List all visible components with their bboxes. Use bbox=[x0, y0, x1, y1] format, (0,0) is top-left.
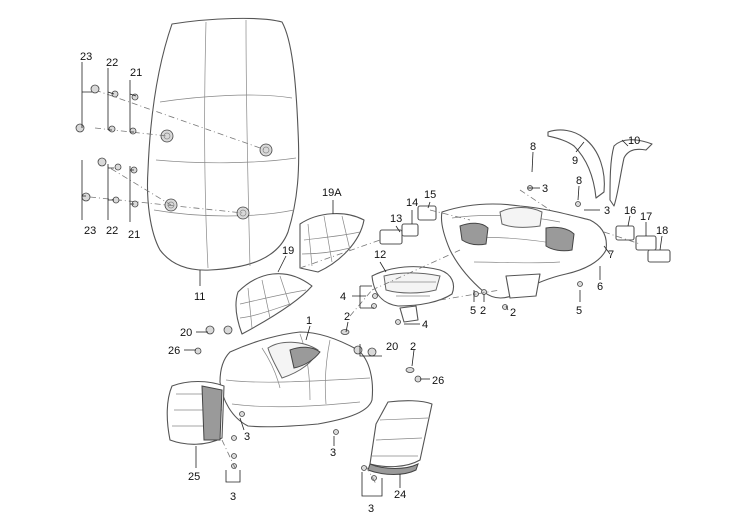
callout-19: 19 bbox=[282, 245, 294, 257]
lower-box-25 bbox=[166, 380, 225, 445]
callout-8-b: 8 bbox=[576, 175, 582, 187]
small-hardware bbox=[194, 185, 583, 481]
callout-16: 16 bbox=[624, 205, 636, 217]
leader-lines bbox=[81, 62, 663, 497]
callout-22-top: 22 bbox=[106, 57, 118, 69]
callout-13: 13 bbox=[390, 213, 402, 225]
callout-3-d: 3 bbox=[330, 447, 336, 459]
callout-4-a: 4 bbox=[340, 291, 346, 303]
callout-18: 18 bbox=[656, 225, 668, 237]
callout-15: 15 bbox=[424, 189, 436, 201]
callout-14: 14 bbox=[406, 197, 418, 209]
callout-3-f: 3 bbox=[368, 503, 374, 515]
callout-3-c: 3 bbox=[244, 431, 250, 443]
windshield-hardware bbox=[75, 84, 267, 214]
callout-23-top: 23 bbox=[80, 51, 92, 63]
callout-17: 17 bbox=[640, 211, 652, 223]
callout-23-bottom: 23 bbox=[84, 225, 96, 237]
callout-2-c: 2 bbox=[480, 305, 486, 317]
flyscreen-19 bbox=[235, 273, 313, 335]
callout-1: 1 bbox=[306, 315, 312, 327]
callout-26-right: 26 bbox=[432, 375, 444, 387]
windshield bbox=[146, 17, 300, 271]
callout-labels: 23 22 21 23 22 21 11 19A 19 1 20 26 20 2… bbox=[80, 51, 668, 515]
callout-20-left: 20 bbox=[180, 327, 192, 339]
callout-2-b: 2 bbox=[410, 341, 416, 353]
callout-12: 12 bbox=[374, 249, 386, 261]
callout-26-left: 26 bbox=[168, 345, 180, 357]
callout-8-a: 8 bbox=[530, 141, 536, 153]
callout-3-e: 3 bbox=[230, 491, 236, 503]
callout-5-a: 5 bbox=[470, 305, 476, 317]
assembly-lines bbox=[221, 189, 641, 485]
callout-3-a: 3 bbox=[542, 183, 548, 195]
side-cover-24 bbox=[367, 400, 433, 475]
callout-7: 7 bbox=[608, 249, 614, 261]
callout-25: 25 bbox=[188, 471, 200, 483]
callout-6: 6 bbox=[597, 281, 603, 293]
callout-5-b: 5 bbox=[576, 305, 582, 317]
callout-9: 9 bbox=[572, 155, 578, 167]
callout-19a: 19A bbox=[322, 187, 342, 199]
handlebar-rear-cover bbox=[440, 203, 607, 299]
callout-24: 24 bbox=[394, 489, 406, 501]
callout-21-top: 21 bbox=[130, 67, 142, 79]
callout-2-a: 2 bbox=[344, 311, 350, 323]
callout-3-b: 3 bbox=[604, 205, 610, 217]
callout-11: 11 bbox=[194, 291, 205, 303]
callout-4-b: 4 bbox=[422, 319, 428, 331]
callout-2-d: 2 bbox=[510, 307, 516, 319]
switch-units bbox=[379, 205, 671, 263]
instrument-panel bbox=[371, 266, 455, 323]
callout-20-right: 20 bbox=[386, 341, 398, 353]
callout-22-bottom: 22 bbox=[106, 225, 118, 237]
front-shield bbox=[219, 331, 374, 428]
flyscreen-19a bbox=[299, 213, 365, 273]
callout-10: 10 bbox=[628, 135, 640, 147]
callout-21-bottom: 21 bbox=[128, 229, 140, 241]
trim-strips bbox=[547, 129, 653, 207]
